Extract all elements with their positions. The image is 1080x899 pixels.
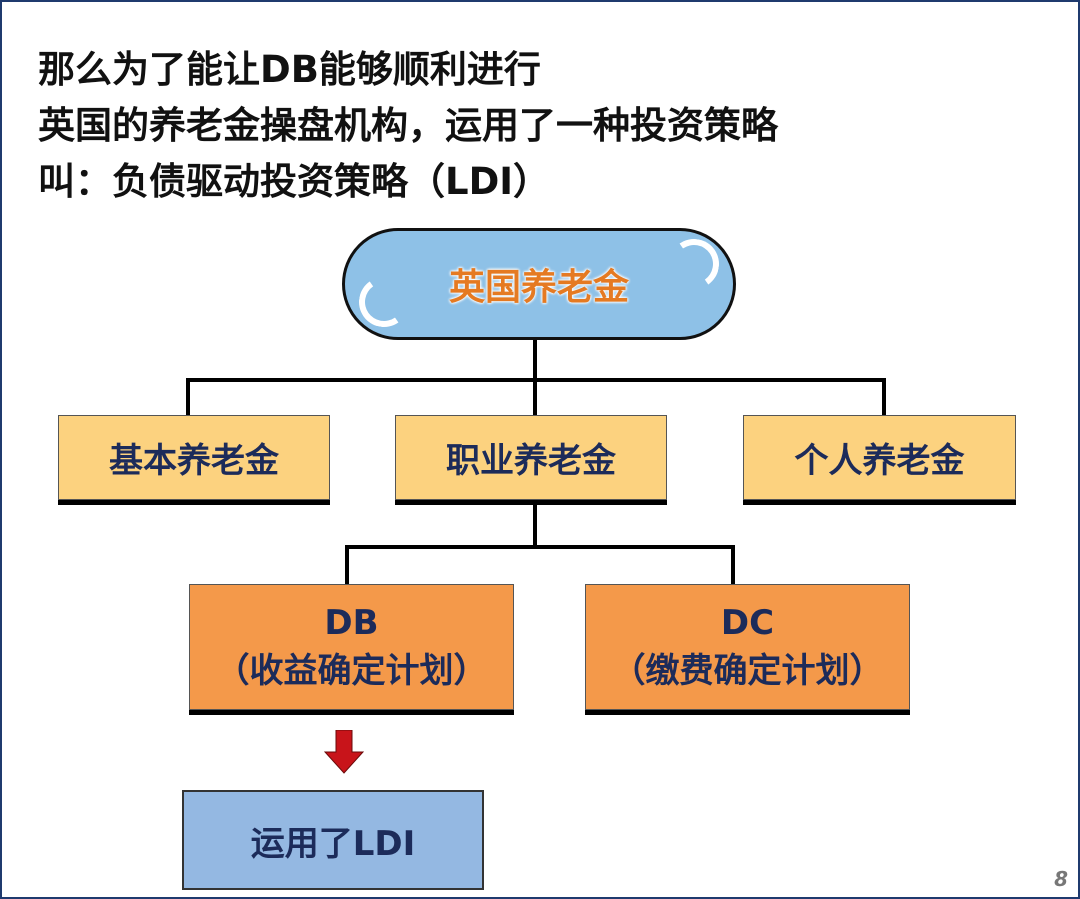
connector — [186, 378, 190, 415]
root-node: 英国养老金 — [342, 228, 736, 340]
slide-title: 那么为了能让DB能够顺利进行 英国的养老金操盘机构，运用了一种投资策略 叫：负债… — [38, 42, 778, 210]
root-label: 英国养老金 — [448, 267, 629, 308]
highlight-arc-icon — [665, 235, 723, 293]
highlight-arc-icon — [355, 273, 413, 331]
page-number: 8 — [1054, 867, 1068, 891]
title-line: 叫：负债驱动投资策略（LDI） — [38, 160, 551, 203]
node-label: 个人养老金 — [794, 441, 965, 481]
title-line: 英国的养老金操盘机构，运用了一种投资策略 — [38, 104, 778, 147]
node-label: 基本养老金 — [109, 441, 279, 481]
node-occupational-pension: 职业养老金 — [395, 415, 667, 500]
node-label: DB — [324, 603, 379, 643]
node-personal-pension: 个人养老金 — [743, 415, 1016, 500]
node-basic-pension: 基本养老金 — [58, 415, 330, 500]
connector — [533, 378, 537, 415]
node-desc: （收益确定计划） — [215, 651, 488, 691]
connector — [533, 505, 537, 548]
connector — [882, 378, 886, 415]
node-ldi: 运用了LDI — [182, 790, 484, 890]
connector — [731, 545, 735, 584]
node-label: DC — [720, 603, 775, 643]
connector — [345, 545, 349, 584]
node-db: DB （收益确定计划） — [189, 584, 514, 710]
node-dc: DC （缴费确定计划） — [585, 584, 910, 710]
connector — [345, 545, 735, 549]
arrow-down-icon — [324, 730, 364, 774]
connector — [533, 340, 537, 380]
node-desc: （缴费确定计划） — [611, 651, 884, 691]
title-line: 那么为了能让DB能够顺利进行 — [38, 48, 541, 91]
node-label: 职业养老金 — [446, 441, 616, 481]
node-label: 运用了LDI — [250, 823, 416, 864]
